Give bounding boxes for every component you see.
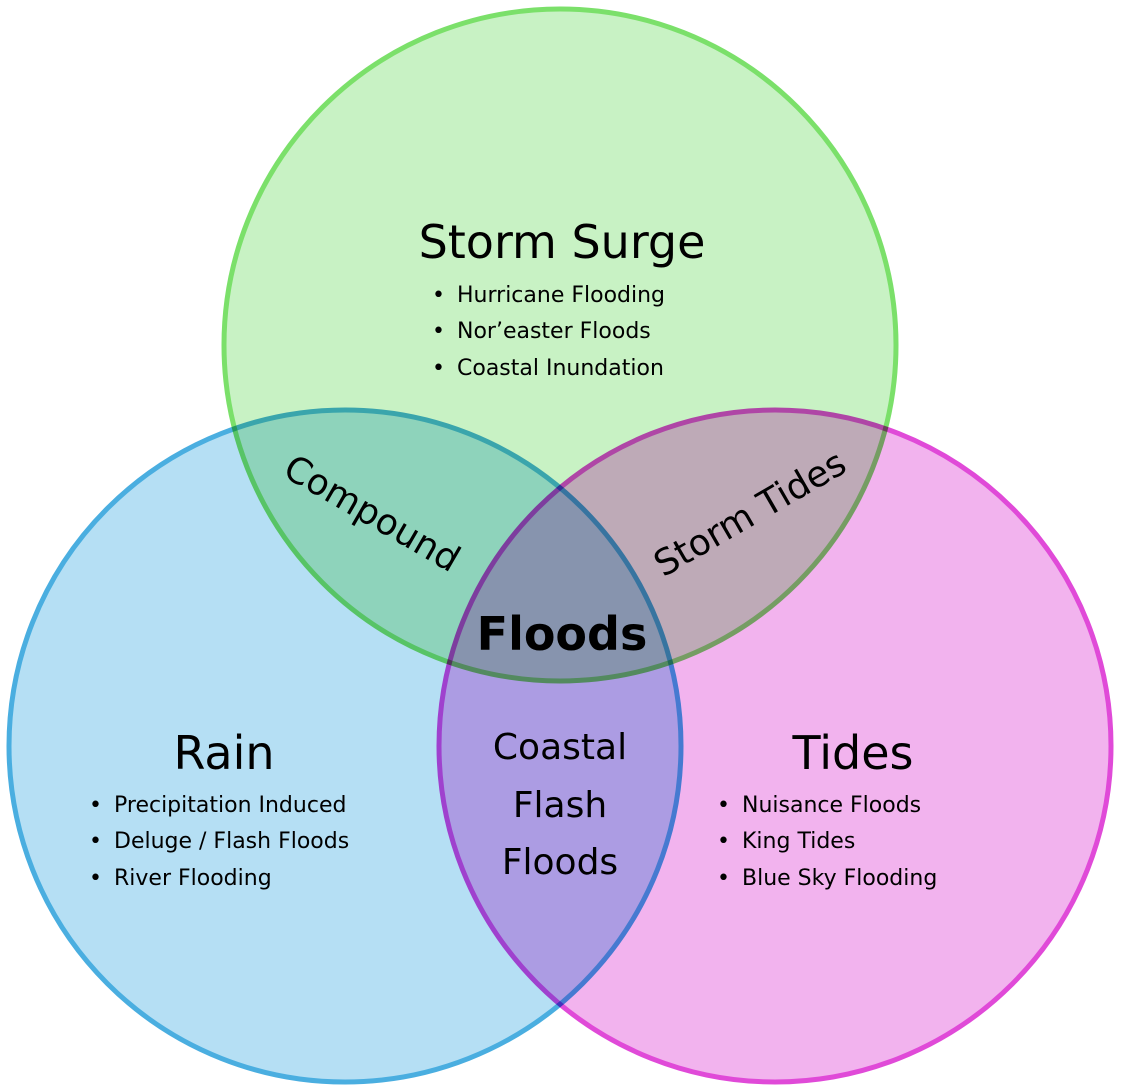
storm-surge-title: Storm Surge — [419, 215, 706, 269]
bullet: • — [89, 793, 102, 818]
floods-center-label: Floods — [477, 607, 648, 661]
bullet: • — [717, 866, 730, 891]
rain-title: Rain — [173, 726, 274, 780]
tides-list: • Nuisance Floods • King Tides • Blue Sk… — [717, 793, 937, 891]
bullet: • — [432, 283, 445, 308]
coastal-flash-floods-line-1: Coastal — [493, 727, 627, 768]
bullet: • — [717, 829, 730, 854]
list-item: Nuisance Floods — [742, 793, 921, 818]
rain-list: • Precipitation Induced • Deluge / Flash… — [89, 793, 349, 891]
list-item: Nor’easter Floods — [457, 319, 651, 344]
tides-circle — [436, 407, 1114, 1085]
storm-surge-list: • Hurricane Flooding • Nor’easter Floods… — [432, 283, 665, 381]
tides-title: Tides — [792, 726, 914, 780]
list-item: King Tides — [742, 829, 855, 854]
coastal-flash-floods-line-3: Floods — [502, 842, 618, 883]
bullet: • — [89, 829, 102, 854]
coastal-flash-floods-line-2: Flash — [513, 785, 607, 826]
list-item: Deluge / Flash Floods — [114, 829, 349, 854]
list-item: Hurricane Flooding — [457, 283, 665, 308]
bullet: • — [89, 866, 102, 891]
bullet: • — [432, 319, 445, 344]
bullet: • — [432, 356, 445, 381]
list-item: Coastal Inundation — [457, 356, 664, 381]
list-item: River Flooding — [114, 866, 272, 891]
list-item: Precipitation Induced — [114, 793, 346, 818]
list-item: Blue Sky Flooding — [742, 866, 937, 891]
bullet: • — [717, 793, 730, 818]
